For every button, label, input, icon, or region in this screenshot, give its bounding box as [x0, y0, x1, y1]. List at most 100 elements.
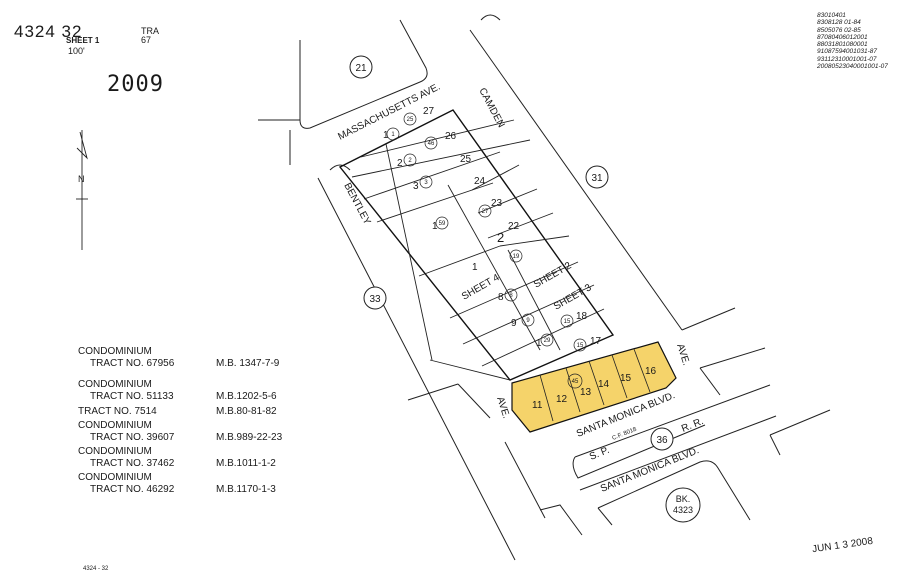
street-labels: MASSACHUSETTS AVE. CAMDEN BENTLEY AVE. A…: [336, 81, 705, 494]
street-ave-right: AVE.: [674, 343, 691, 367]
svg-text:27: 27: [423, 106, 435, 117]
svg-text:9: 9: [511, 318, 517, 329]
revision-code: 8308128 01-84: [817, 19, 861, 27]
legend-category: CONDOMINIUM: [78, 472, 152, 483]
legend-entry: CONDOMINIUM TRACT NO. 46292 M.B.1170-1-3: [78, 472, 316, 496]
svg-text:2: 2: [408, 158, 412, 164]
svg-text:1: 1: [432, 221, 438, 232]
svg-text:15: 15: [577, 343, 584, 349]
legend-tract: TRACT NO. 39607: [90, 432, 175, 443]
book-page-number: 4324 32: [14, 22, 83, 41]
revision-codes: 83010401 8308128 01-84 8505076 02-85 870…: [817, 12, 888, 70]
svg-text:12: 12: [556, 394, 568, 405]
legend-tract: TRACT NO. 51133: [90, 391, 174, 402]
revision-code: 83010401: [817, 12, 846, 19]
lot-lines: [351, 119, 605, 381]
svg-text:24: 24: [474, 176, 486, 187]
svg-text:1: 1: [472, 262, 478, 273]
svg-text:15: 15: [564, 319, 571, 325]
north-label: N: [78, 174, 85, 184]
svg-text:59: 59: [439, 221, 446, 227]
block-21-label: 21: [355, 63, 367, 74]
svg-text:25: 25: [460, 154, 472, 165]
svg-text:27: 27: [482, 209, 489, 215]
legend-category: CONDOMINIUM: [78, 420, 152, 431]
tract-boundary: [338, 109, 615, 381]
bk-label: BK.: [676, 494, 691, 504]
legend-tract: TRACT NO. 7514: [78, 406, 157, 417]
svg-text:26: 26: [445, 131, 457, 142]
svg-text:1: 1: [536, 338, 542, 349]
revision-code: 8505076 02-85: [817, 26, 861, 34]
svg-text:11: 11: [532, 400, 543, 411]
revision-code: 88031801080001: [817, 41, 868, 49]
tract-legend: CONDOMINIUM TRACT NO. 67956 M.B. 1347-7-9…: [78, 346, 316, 505]
svg-text:1: 1: [383, 130, 389, 141]
map-year: 2009: [107, 72, 164, 97]
legend-mb: M.B.989-22-23: [216, 432, 283, 443]
legend-entry: CONDOMINIUM TRACT NO. 37462 M.B.1011-1-2: [78, 446, 316, 470]
legend-category: CONDOMINIUM: [78, 379, 152, 390]
block-36-circle: [650, 427, 674, 451]
tra-value: 67: [141, 35, 152, 45]
railroad-sp: S. P.: [588, 445, 611, 463]
legend-mb: M.B.1202-5-6: [216, 391, 277, 402]
lot-numbers: 1 2 3 27 26 25 24 23 22 1 2 1 8 9 1 18 1…: [383, 106, 657, 411]
street-camden: CAMDEN: [476, 86, 506, 129]
legend-mb: M.B.1170-1-3: [216, 484, 276, 495]
parcel-circles: [386, 112, 587, 389]
block-33-label: 33: [369, 294, 381, 305]
cf-label: C.F. 8018: [612, 426, 639, 441]
tra-block: TRA 67: [141, 27, 159, 45]
bk-number: 4323: [673, 505, 693, 515]
street-ave-left: AVE.: [494, 396, 511, 420]
svg-text:18: 18: [576, 311, 588, 322]
revision-code: 20080523040001001-07: [817, 63, 888, 71]
legend-tract: TRACT NO. 46292: [90, 484, 175, 495]
svg-text:45: 45: [572, 379, 579, 385]
svg-text:8: 8: [509, 293, 513, 299]
svg-text:13: 13: [580, 387, 592, 398]
svg-text:9: 9: [526, 318, 530, 324]
svg-text:25: 25: [407, 117, 414, 123]
scale-label: 100': [68, 46, 85, 56]
svg-text:SHEET 3: SHEET 3: [552, 282, 594, 312]
railroad-rr: R. R.: [680, 416, 705, 435]
svg-text:16: 16: [645, 366, 657, 377]
svg-text:3: 3: [413, 181, 419, 192]
revision-code: 93112310001001-07: [817, 55, 877, 63]
svg-text:15: 15: [620, 373, 632, 384]
legend-tract: TRACT NO. 67956: [90, 358, 175, 369]
legend-entry: TRACT NO. 7514 M.B.80-81-82: [78, 405, 316, 418]
svg-text:2: 2: [497, 230, 504, 245]
bk-4323-circle: [665, 487, 701, 523]
svg-text:22: 22: [508, 221, 520, 232]
svg-text:1: 1: [391, 132, 395, 138]
legend-category: CONDOMINIUM: [78, 446, 152, 457]
legend-mb: M.B. 1347-7-9: [216, 358, 280, 369]
svg-text:17: 17: [590, 336, 602, 347]
block-21-circle: [349, 55, 373, 79]
revision-code: 87080406012001: [817, 33, 868, 41]
block-36-label: 36: [656, 435, 668, 446]
svg-text:SHEET 2: SHEET 2: [532, 260, 574, 290]
svg-text:29: 29: [544, 338, 551, 344]
revision-code: 91087594001031-87: [817, 48, 878, 56]
block-31-circle: [585, 165, 609, 189]
svg-text:14: 14: [598, 379, 610, 390]
svg-text:3: 3: [424, 180, 428, 186]
north-arrow-icon: [76, 130, 88, 250]
legend-mb: M.B.1011-1-2: [216, 458, 276, 469]
svg-text:46: 46: [428, 141, 435, 147]
block-33-circle: [363, 286, 387, 310]
legend-tract: TRACT NO. 37462: [90, 458, 175, 469]
legend-mb: M.B.80-81-82: [216, 406, 277, 417]
svg-text:8: 8: [498, 292, 504, 303]
street-santa-monica-lower: SANTA MONICA BLVD.: [599, 445, 701, 495]
block-31-label: 31: [591, 173, 603, 184]
svg-text:23: 23: [491, 198, 503, 209]
parcel-circle-numbers: 1 2 3 25 46 59 27 1 9 8 9 29 15 15 45: [391, 117, 584, 385]
sheet-label: SHEET 1: [66, 36, 100, 45]
street-outlines: [258, 14, 831, 561]
